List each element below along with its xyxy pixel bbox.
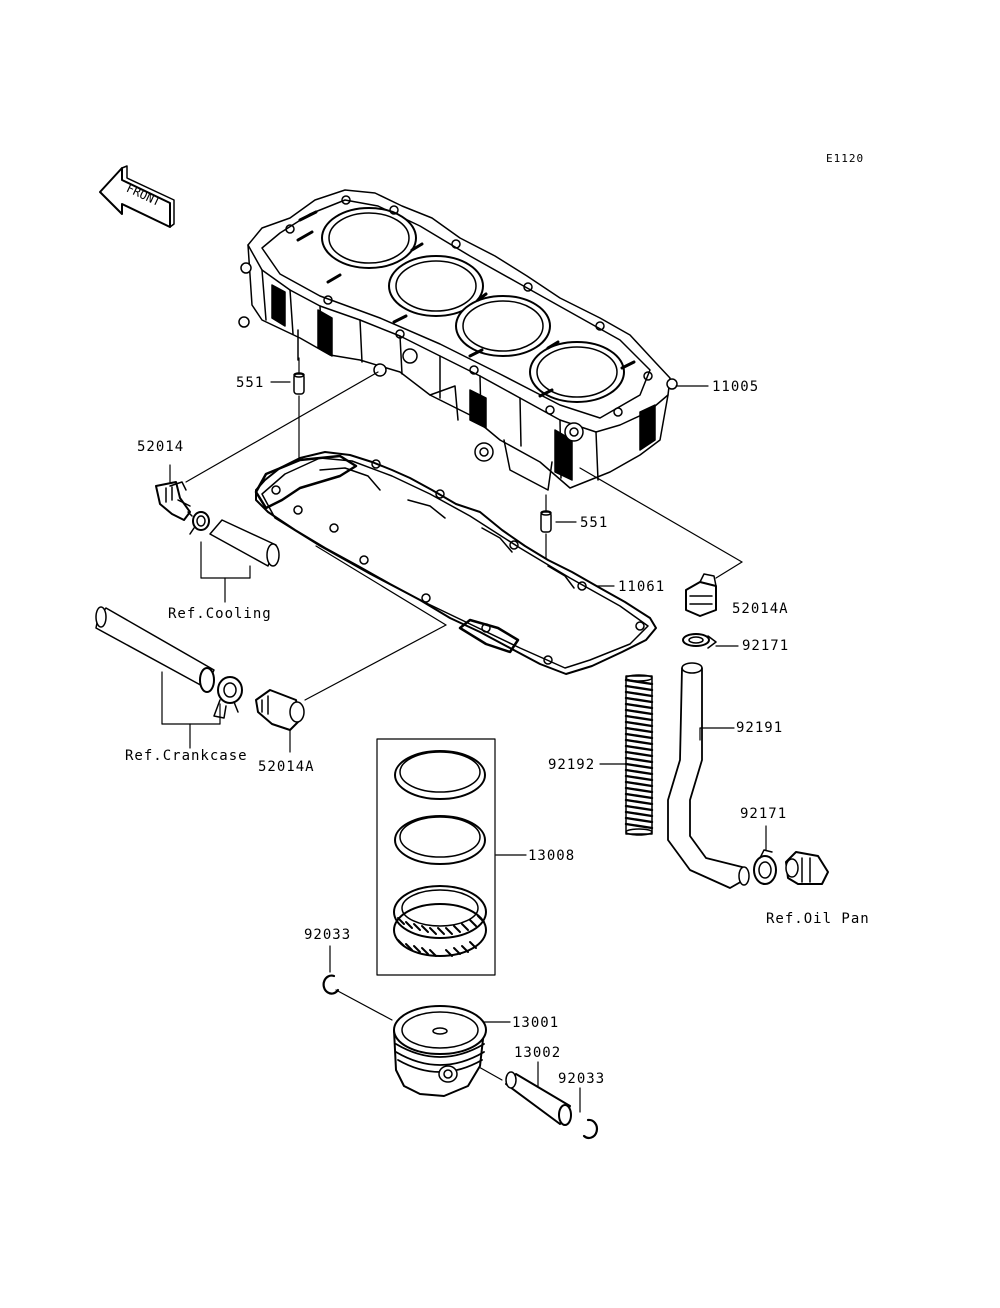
part-number-13001: 13001 xyxy=(512,1015,560,1031)
part-number-92171-upper: 92171 xyxy=(742,638,790,654)
hose-clamp-crankcase xyxy=(213,676,243,719)
oil-hose-92191 xyxy=(667,662,750,889)
hose-clamp-cooling xyxy=(187,511,210,535)
part-number-92192: 92192 xyxy=(548,757,596,773)
ref-crankcase-label: Ref.Crankcase xyxy=(125,748,248,764)
ref-cooling-label: Ref.Cooling xyxy=(168,606,272,622)
cylinder-base-gasket xyxy=(254,451,657,675)
elbow-fitting-52014a-lower xyxy=(255,689,305,731)
elbow-fitting-52014 xyxy=(155,481,191,521)
part-number-52014a-right: 52014A xyxy=(732,601,789,617)
spring-92192 xyxy=(624,674,654,836)
diagram-code: E1120 xyxy=(826,152,865,165)
part-number-92033-left: 92033 xyxy=(304,927,352,943)
part-number-11005: 11005 xyxy=(712,379,760,395)
piston xyxy=(393,1005,487,1097)
hose-clamp-92171-lower xyxy=(753,849,777,885)
cylinder-block xyxy=(238,189,678,491)
piston-pin xyxy=(505,1071,572,1126)
leader-lines xyxy=(161,357,767,1113)
hose-clamp-92171-upper xyxy=(682,633,717,649)
ref-oil-pan-label: Ref.Oil Pan xyxy=(766,911,870,927)
part-number-13008: 13008 xyxy=(528,848,576,864)
dowel-pin-left xyxy=(293,372,305,395)
cooling-hose xyxy=(209,519,280,567)
dowel-pin-right xyxy=(540,510,552,533)
part-number-92191: 92191 xyxy=(736,720,784,736)
part-number-52014a-lower: 52014A xyxy=(258,759,315,775)
part-number-92171-lower: 92171 xyxy=(740,806,788,822)
oil-pan-fitting xyxy=(785,851,829,885)
front-arrow-icon: FRONT xyxy=(99,165,175,228)
part-number-13002: 13002 xyxy=(514,1045,562,1061)
crankcase-hose xyxy=(95,606,215,693)
circlip-left xyxy=(322,974,340,995)
circlip-right xyxy=(582,1118,599,1139)
piston-ring-set xyxy=(376,738,496,976)
part-number-92033-right: 92033 xyxy=(558,1071,606,1087)
part-number-52014: 52014 xyxy=(137,439,185,455)
elbow-fitting-52014a-upper xyxy=(685,573,717,617)
part-number-551-right: 551 xyxy=(580,515,609,531)
part-number-551-left: 551 xyxy=(236,375,265,391)
part-number-11061: 11061 xyxy=(618,579,666,595)
